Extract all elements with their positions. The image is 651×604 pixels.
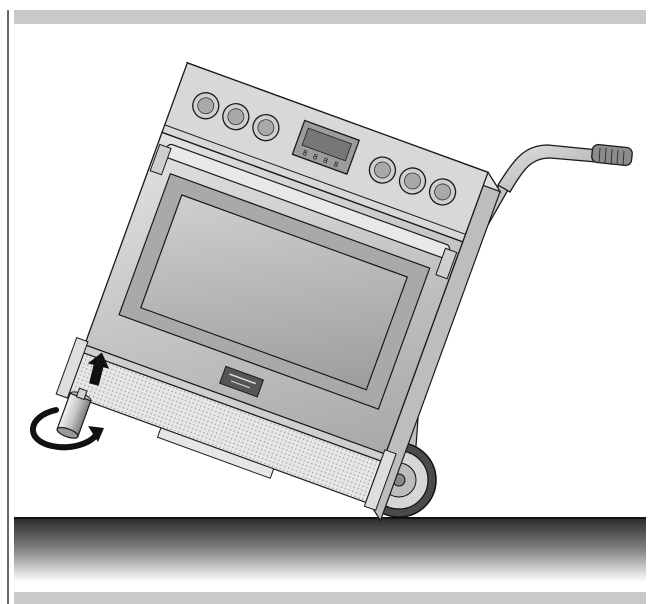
oven-icon: 8 8 8 8 — [53, 59, 505, 520]
bottom-band — [14, 592, 646, 604]
floor — [14, 518, 646, 582]
hand-truck-handle — [498, 145, 598, 192]
hand-truck-grip — [591, 144, 633, 166]
top-band — [14, 10, 646, 24]
